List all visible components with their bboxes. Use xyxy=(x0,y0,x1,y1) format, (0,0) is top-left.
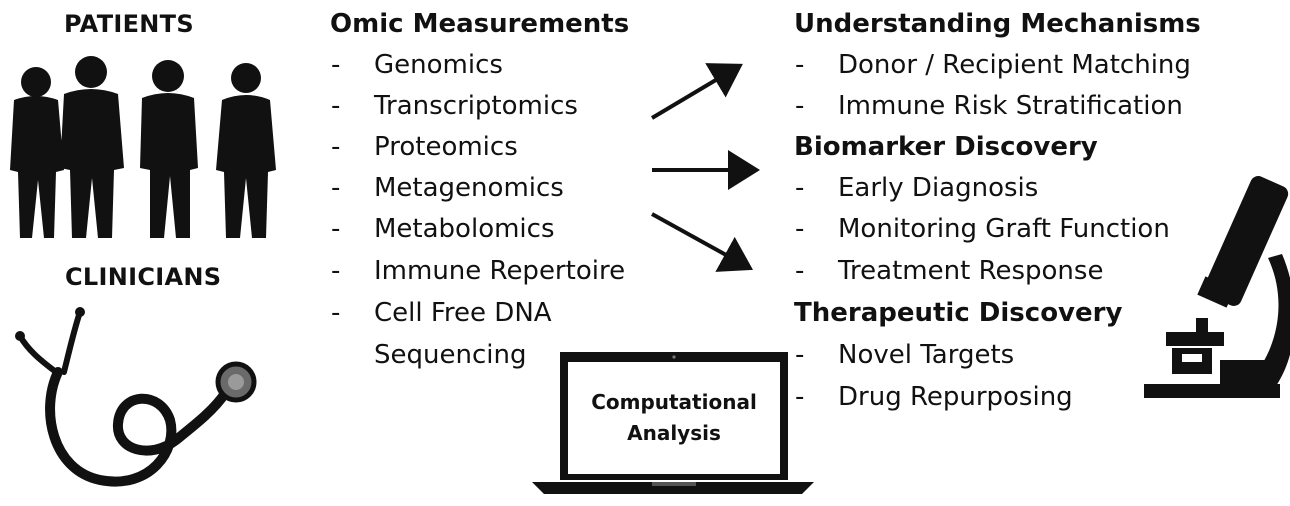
list-dash: - xyxy=(795,50,805,80)
list-dash: - xyxy=(331,298,341,328)
outcome-item-immune-risk-stratification: Immune Risk Stratification xyxy=(838,91,1183,121)
omics-item-metagenomics: Metagenomics xyxy=(374,173,564,203)
omics-title: Omic Measurements xyxy=(330,9,630,39)
list-dash: - xyxy=(331,50,341,80)
list-dash: - xyxy=(331,91,341,121)
list-dash: - xyxy=(795,214,805,244)
list-dash: - xyxy=(331,132,341,162)
patients-label: PATIENTS xyxy=(64,10,194,38)
outcome-item-donor-recipient-matching: Donor / Recipient Matching xyxy=(838,50,1191,80)
outcome-item-treatment-response: Treatment Response xyxy=(838,256,1104,286)
omics-item-metabolomics: Metabolomics xyxy=(374,214,555,244)
omics-item-transcriptomics: Transcriptomics xyxy=(374,91,578,121)
stethoscope-icon xyxy=(15,307,257,487)
laptop-screen-text: Computational Analysis xyxy=(568,387,780,449)
arrow-icon xyxy=(650,63,743,120)
list-dash: - xyxy=(331,214,341,244)
group-title-understanding-mechanisms: Understanding Mechanisms xyxy=(794,9,1201,39)
list-dash: - xyxy=(795,256,805,286)
outcome-item-early-diagnosis: Early Diagnosis xyxy=(838,173,1039,203)
omics-item-proteomics: Proteomics xyxy=(374,132,518,162)
outcome-item-monitoring-graft-function: Monitoring Graft Function xyxy=(838,214,1170,244)
clinicians-label: CLINICIANS xyxy=(65,263,222,291)
omics-item-immune-repertoire: Immune Repertoire xyxy=(374,256,626,286)
arrows xyxy=(650,63,760,272)
list-dash: - xyxy=(331,256,341,286)
list-dash: - xyxy=(795,91,805,121)
microscope-icon xyxy=(1144,176,1290,398)
group-title-biomarker-discovery: Biomarker Discovery xyxy=(794,132,1098,162)
laptop-line-1: Computational xyxy=(591,390,757,414)
omics-item-sequencing: Sequencing xyxy=(374,340,527,370)
laptop-icon xyxy=(532,352,814,494)
outcome-item-drug-repurposing: Drug Repurposing xyxy=(838,382,1073,412)
laptop-line-2: Analysis xyxy=(627,421,721,445)
list-dash: - xyxy=(795,382,805,412)
people-silhouettes-icon xyxy=(10,56,276,238)
list-dash: - xyxy=(331,173,341,203)
list-dash: - xyxy=(795,340,805,370)
omics-item-genomics: Genomics xyxy=(374,50,503,80)
arrow-icon xyxy=(651,212,754,272)
omics-item-cell-free-dna: Cell Free DNA xyxy=(374,298,552,328)
outcome-item-novel-targets: Novel Targets xyxy=(838,340,1015,370)
group-title-therapeutic-discovery: Therapeutic Discovery xyxy=(794,298,1123,328)
list-dash: - xyxy=(795,173,805,203)
